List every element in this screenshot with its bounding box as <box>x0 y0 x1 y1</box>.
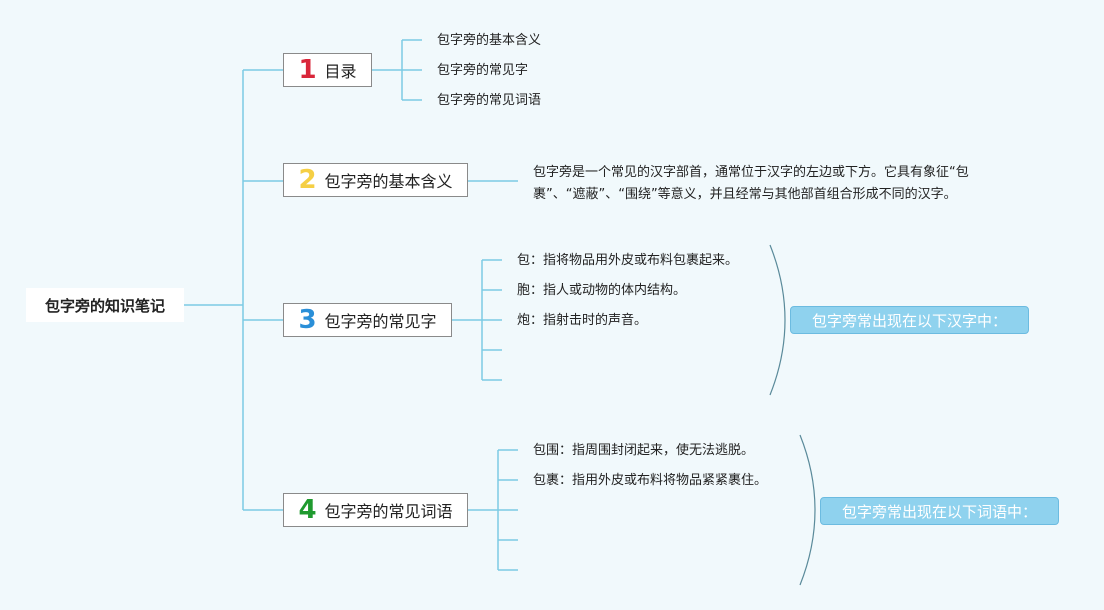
number-4-icon: 4 <box>298 495 317 525</box>
word-item-baowei: 包围：指周围封闭起来，使无法逃脱。 <box>533 443 755 458</box>
words-note[interactable]: 包字旁常出现在以下词语中： <box>820 497 1059 525</box>
meaning-description: 包字旁是一个常见的汉字部首，通常位于汉字的左边或下方。它具有象征“包裹”、“遮蔽… <box>533 165 969 202</box>
word-item-baoguo: 包裹：指用外皮或布料将物品紧紧裹住。 <box>533 473 768 488</box>
branch-words[interactable]: 4 包字旁的常见词语 <box>283 493 468 527</box>
words-note-label: 包字旁常出现在以下词语中： <box>841 502 1037 521</box>
toc-item-meaning[interactable]: 包字旁的基本含义 <box>437 33 542 48</box>
branch-toc[interactable]: 1 目录 <box>283 53 372 87</box>
chars-note[interactable]: 包字旁常出现在以下汉字中： <box>790 306 1029 334</box>
char-item-pao: 炮：指射击时的声音。 <box>517 313 648 328</box>
branch-chars-label: 包字旁的常见字 <box>324 312 437 331</box>
toc-item-words[interactable]: 包字旁的常见词语 <box>437 93 542 108</box>
branch-words-label: 包字旁的常见词语 <box>324 502 453 521</box>
number-1-icon: 1 <box>298 55 317 85</box>
root-label: 包字旁的知识笔记 <box>44 296 165 315</box>
root-node[interactable]: 包字旁的知识笔记 <box>26 288 184 322</box>
toc-item-chars[interactable]: 包字旁的常见字 <box>437 63 529 78</box>
number-3-icon: 3 <box>298 305 317 335</box>
branch-meaning[interactable]: 2 包字旁的基本含义 <box>283 163 468 197</box>
chars-note-label: 包字旁常出现在以下汉字中： <box>811 311 1007 330</box>
branch-meaning-label: 包字旁的基本含义 <box>324 172 453 191</box>
char-item-bao: 包：指将物品用外皮或布料包裹起来。 <box>517 253 739 268</box>
branch-chars[interactable]: 3 包字旁的常见字 <box>283 303 452 337</box>
number-2-icon: 2 <box>298 165 317 195</box>
branch-toc-label: 目录 <box>324 62 357 81</box>
char-item-bao2: 胞：指人或动物的体内结构。 <box>517 283 687 298</box>
